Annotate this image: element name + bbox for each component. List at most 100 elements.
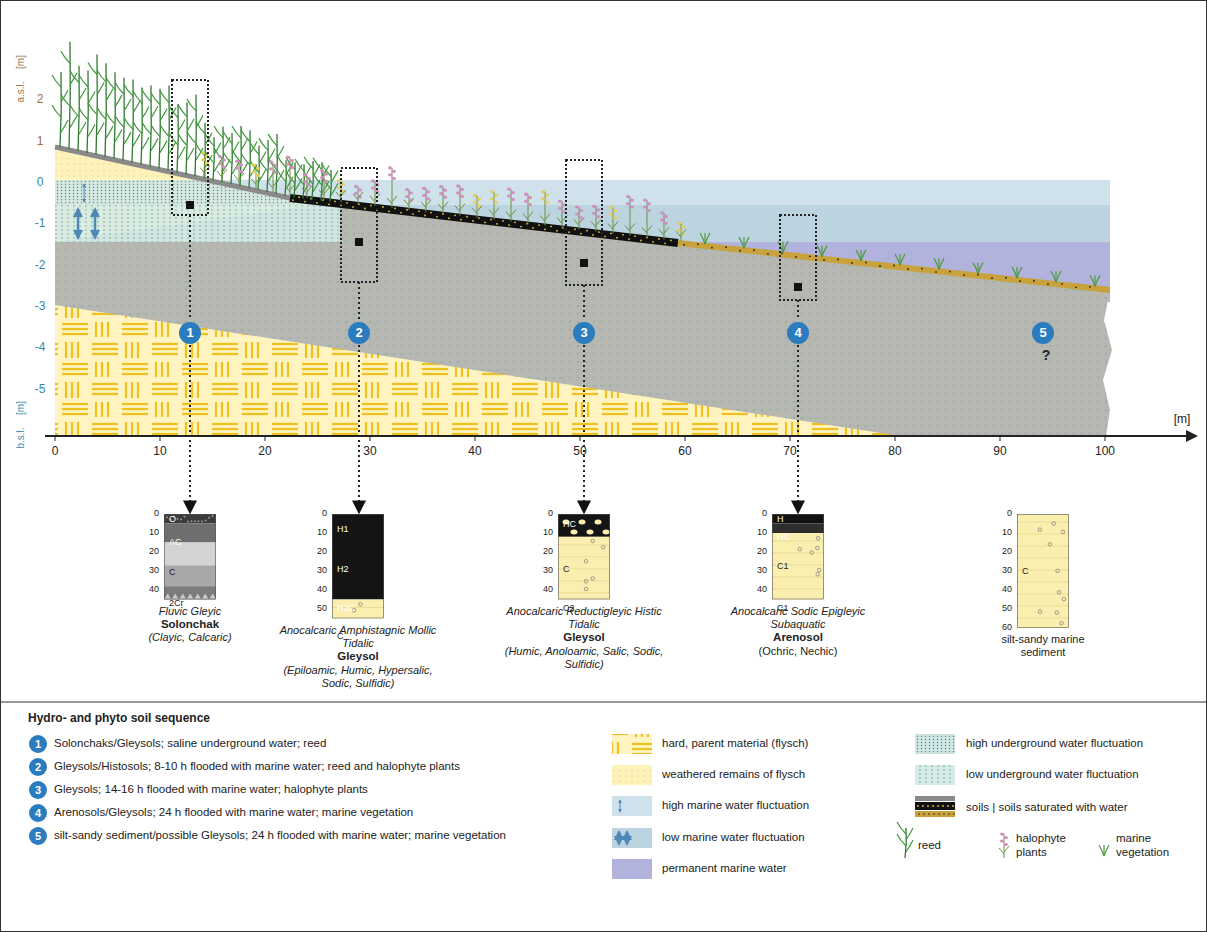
depth-scale: 0 <box>762 509 767 519</box>
reed-leaf <box>52 105 61 117</box>
halophyte-flower <box>320 176 324 179</box>
pebble <box>810 551 814 555</box>
reed-leaf <box>160 91 169 103</box>
soil-dot <box>953 813 955 815</box>
pebble <box>1055 611 1059 615</box>
reed-leaf <box>906 840 913 852</box>
reed-leaf <box>142 137 149 149</box>
reed-leaf <box>124 99 131 111</box>
soil-sample <box>915 811 955 817</box>
halophyte-flower <box>290 159 294 162</box>
soil-dot <box>879 265 881 267</box>
litter <box>187 521 189 523</box>
reed-stem <box>159 89 160 169</box>
soil-dot <box>418 210 420 212</box>
soil-dot <box>574 228 576 230</box>
soil-dot <box>610 233 612 235</box>
marine-plant <box>1104 845 1109 856</box>
halophyte-leaf <box>387 196 397 204</box>
reed-leaf <box>241 153 250 165</box>
soil-name: Anocalcaric Sodic Epigleyic Subaquatic <box>723 605 873 631</box>
halophyte-flower <box>460 188 464 191</box>
legend-swatch <box>612 796 652 816</box>
sand-patch <box>571 530 578 535</box>
axis-label: a.s.l. <box>15 81 26 102</box>
halophyte-flower <box>558 200 562 203</box>
halophyte-leaf <box>540 214 550 222</box>
soil-dot <box>328 203 330 205</box>
halophyte-flower <box>273 164 277 167</box>
reed-leaf <box>133 134 140 146</box>
soil-dot <box>604 235 606 237</box>
halophyte-flower <box>643 199 647 202</box>
depth-scale: 20 <box>757 547 767 557</box>
reed-leaf <box>160 125 169 137</box>
reed-leaf <box>124 117 133 129</box>
marine-plant <box>783 241 788 252</box>
halophyte-flower <box>545 194 549 197</box>
litter <box>177 518 179 520</box>
axis-tick <box>1000 436 1001 441</box>
soil-dot <box>1075 286 1077 288</box>
depth-scale: 0 <box>154 509 159 519</box>
soil-dot <box>298 196 300 198</box>
halophyte-flower <box>456 184 460 187</box>
profile-point <box>580 259 588 267</box>
callout-circle <box>29 758 47 776</box>
legend-text: Gleysols/Histosols; 8-10 h flooded with … <box>54 760 460 774</box>
halophyte-flower <box>630 206 634 209</box>
reed-stem <box>186 102 187 174</box>
soil-dot <box>394 207 396 209</box>
axis-label: [m] <box>15 401 26 415</box>
reed-leaf <box>133 91 142 103</box>
fluctuation-arrow <box>77 209 80 238</box>
halophyte-flower <box>592 205 596 208</box>
reed-leaf <box>223 137 230 149</box>
axis-label: 10 <box>153 445 166 458</box>
layer-line <box>772 553 824 554</box>
soil-dot <box>352 206 354 208</box>
halophyte-flower <box>422 187 426 190</box>
callout-circle: 1 <box>179 322 201 344</box>
depth-scale: 50 <box>317 604 327 614</box>
reed-leaf <box>106 112 115 124</box>
soil-name: (Clayic, Calcaric) <box>115 631 265 644</box>
soil-dot <box>622 234 624 236</box>
halophyte-leaf <box>217 169 227 177</box>
horizon-label: H1 <box>337 525 389 534</box>
underground-low-sample <box>915 765 955 785</box>
marine-plant <box>1095 275 1100 286</box>
reed-leaf <box>205 151 214 163</box>
leader-line <box>358 282 360 320</box>
profile-column <box>164 514 216 600</box>
legend-text: high marine water fluctuation <box>662 799 809 813</box>
profile-point <box>186 201 194 209</box>
profile-frame <box>341 168 377 282</box>
reed-leaf <box>160 109 167 121</box>
legend-text: weathered remains of flysch <box>662 768 805 782</box>
reed-leaf <box>70 105 79 117</box>
sandy-soil <box>678 243 1110 290</box>
halophyte-flower <box>626 202 630 205</box>
halophyte-flower <box>609 213 613 216</box>
halophyte-flower <box>269 160 273 163</box>
soil-profile: H1H2H2CCAnocalcaric Amphistagnic Mollic … <box>332 514 384 619</box>
halophyte-leaf <box>455 204 465 212</box>
reed-leaf <box>169 133 178 145</box>
halophyte-flower <box>541 190 545 193</box>
reed-leaf <box>169 142 176 154</box>
reed-leaf <box>241 130 250 142</box>
pebble <box>1056 569 1060 573</box>
reed-stem <box>105 63 106 157</box>
horizon-label: HC <box>563 519 615 528</box>
fluctuation-arrow <box>626 832 629 844</box>
soil-dot <box>640 240 642 242</box>
pebble <box>584 580 588 584</box>
pebble <box>1062 597 1066 601</box>
reed-stem <box>141 88 142 165</box>
halophyte-flower <box>307 177 311 180</box>
soil-dot <box>292 199 294 201</box>
soil-name: Gleysol <box>278 650 438 664</box>
halophyte-flower <box>405 188 409 191</box>
fluctuation-arrow <box>618 832 621 844</box>
